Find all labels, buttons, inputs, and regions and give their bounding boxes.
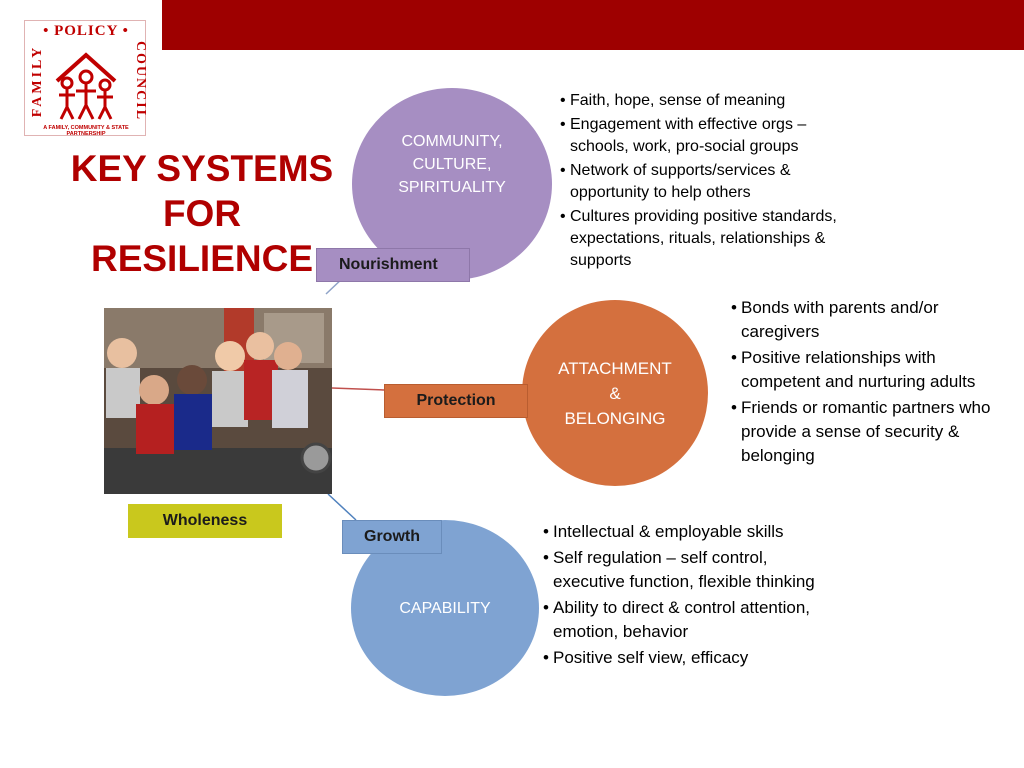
protection-tag: Protection	[384, 384, 528, 418]
capability-label: CAPABILITY	[399, 599, 491, 617]
list-item: Friends or romantic partners who provide…	[731, 396, 1001, 468]
list-item: Positive self view, efficacy	[543, 646, 843, 670]
connector-capability	[327, 493, 357, 521]
community-label-1: COMMUNITY,	[401, 132, 503, 150]
list-item: Network of supports/services & opportuni…	[560, 160, 860, 204]
logo-top-text: • POLICY •	[43, 23, 129, 39]
attachment-label-3: BELONGING	[564, 408, 666, 428]
capability-bullet-list: Intellectual & employable skills Self re…	[543, 520, 843, 672]
page-title: KEY SYSTEMS FOR RESILIENCE	[42, 146, 362, 281]
wholeness-tag: Wholeness	[128, 504, 282, 538]
list-item: Self regulation – self control, executiv…	[543, 546, 843, 594]
attachment-label-2: &	[609, 383, 621, 403]
attachment-belonging-circle: ATTACHMENT & BELONGING	[522, 300, 708, 486]
title-line-3: RESILIENCE	[90, 238, 314, 279]
title-line-2: FOR	[162, 193, 242, 234]
list-item: Intellectual & employable skills	[543, 520, 843, 544]
community-label-3: SPIRITUALITY	[398, 178, 506, 196]
community-bullet-list: Faith, hope, sense of meaning Engagement…	[560, 90, 860, 274]
community-label-2: CULTURE,	[412, 155, 492, 173]
family-figures-icon	[55, 52, 117, 120]
growth-tag: Growth	[342, 520, 442, 554]
child-figures	[106, 332, 308, 454]
attachment-bullet-list: Bonds with parents and/or caregivers Pos…	[731, 296, 1001, 470]
attachment-label-1: ATTACHMENT	[558, 358, 672, 378]
nourishment-tag: Nourishment	[316, 248, 470, 282]
list-item: Positive relationships with competent an…	[731, 346, 1001, 394]
logo-tagline: A FAMILY, COMMUNITY & STATE PARTNERSHIP	[43, 125, 129, 137]
title-line-1: KEY SYSTEMS	[70, 148, 334, 189]
list-item: Bonds with parents and/or caregivers	[731, 296, 1001, 344]
family-policy-council-logo: • POLICY • FAMILY COUNCIL A FAMILY, COMM…	[24, 20, 148, 137]
list-item: Ability to direct & control attention, e…	[543, 596, 843, 644]
list-item: Cultures providing positive standards, e…	[560, 206, 860, 272]
list-item: Engagement with effective orgs – schools…	[560, 114, 860, 158]
top-banner	[162, 0, 1024, 50]
connector-attachment	[331, 387, 385, 391]
children-group-photo	[104, 308, 332, 494]
list-item: Faith, hope, sense of meaning	[560, 90, 860, 112]
